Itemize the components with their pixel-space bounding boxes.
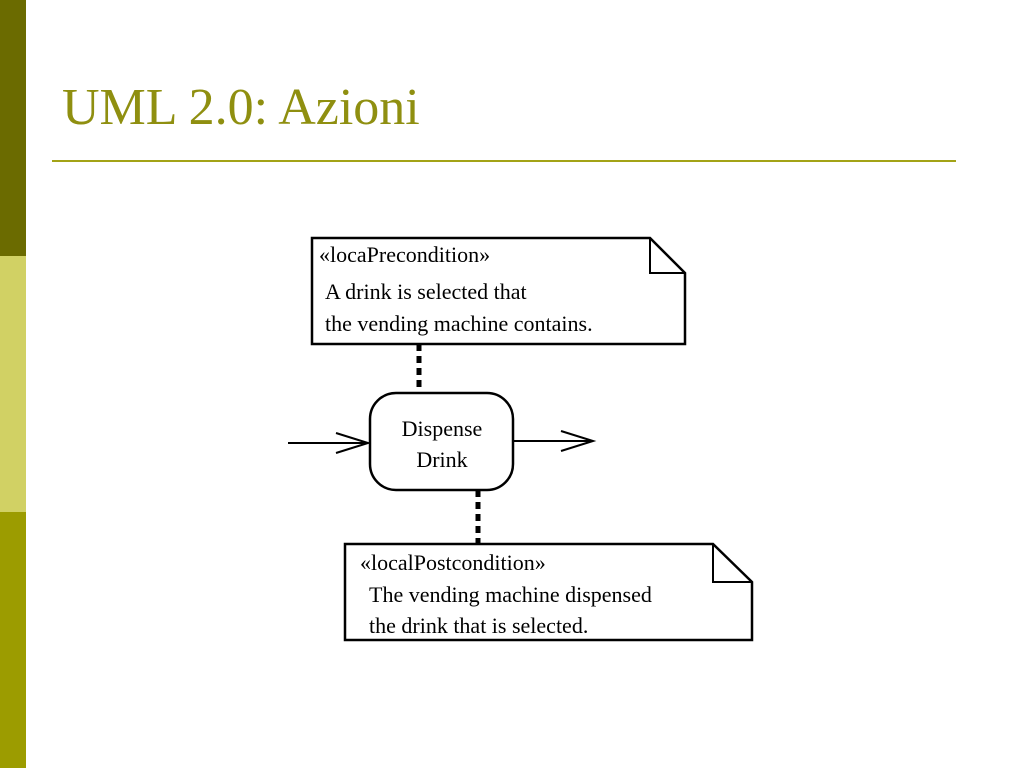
precondition-text-line1: A drink is selected that bbox=[325, 279, 527, 304]
precondition-text-line2: the vending machine contains. bbox=[325, 311, 593, 336]
incoming-flow-arrow bbox=[288, 432, 372, 454]
precondition-stereotype: «locaPrecondition» bbox=[319, 242, 490, 267]
action-label-line2: Drink bbox=[416, 447, 467, 472]
postcondition-note: «localPostcondition» The vending machine… bbox=[343, 542, 754, 642]
sidebar-accent-bottom bbox=[0, 512, 26, 768]
postcondition-note-fold bbox=[712, 544, 752, 583]
action-label-line1: Dispense bbox=[402, 416, 483, 441]
postcondition-text-line1: The vending machine dispensed bbox=[369, 582, 652, 607]
postcondition-text-line2: the drink that is selected. bbox=[369, 613, 588, 638]
slide-title: UML 2.0: Azioni bbox=[62, 79, 420, 136]
postcondition-note-body bbox=[343, 542, 754, 642]
precondition-note: «locaPrecondition» A drink is selected t… bbox=[310, 236, 687, 346]
title-underline bbox=[52, 160, 956, 162]
action-node: Dispense Drink bbox=[368, 391, 515, 492]
precondition-note-body bbox=[310, 236, 687, 346]
action-node-shape bbox=[368, 391, 515, 492]
precondition-note-fold bbox=[649, 238, 685, 274]
sidebar-accent-middle bbox=[0, 256, 26, 512]
outgoing-flow-arrow bbox=[513, 430, 597, 452]
postcondition-stereotype: «localPostcondition» bbox=[360, 550, 546, 575]
sidebar-accent-top bbox=[0, 0, 26, 256]
